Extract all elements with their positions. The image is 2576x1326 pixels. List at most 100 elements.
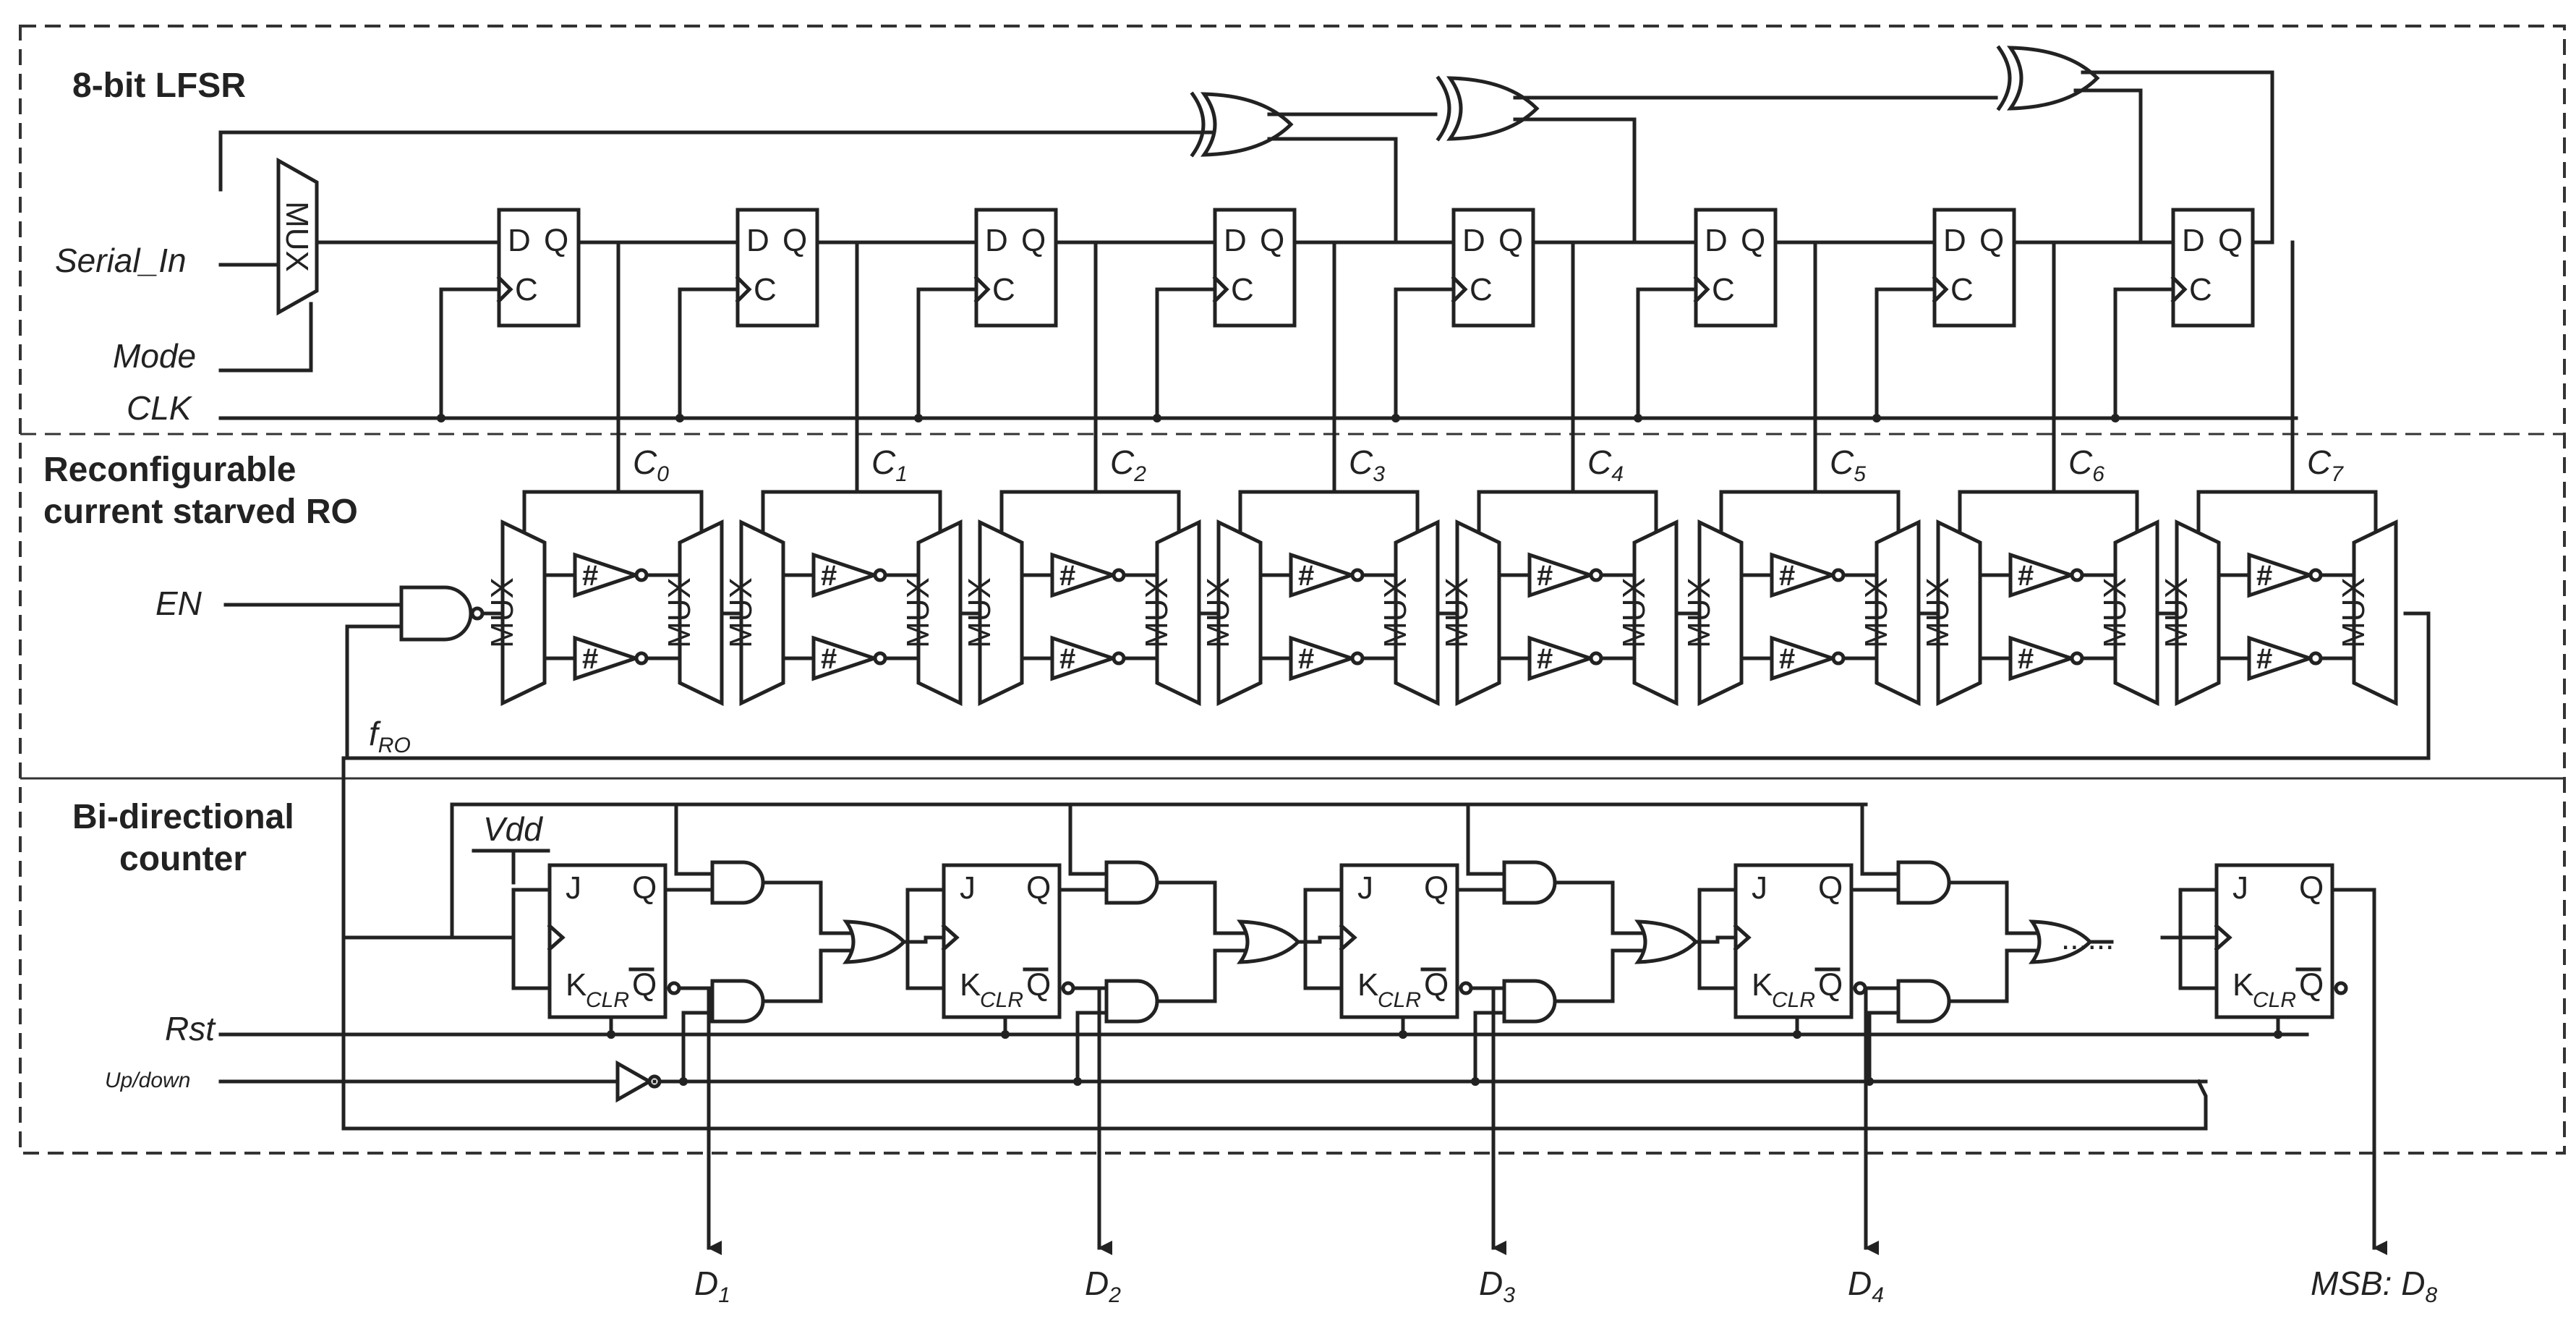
dff-d-pin: D (746, 223, 769, 258)
dff-q-pin: Q (1021, 223, 1046, 258)
dff-2 (974, 208, 1058, 328)
jk-j-pin: J (2232, 870, 2248, 906)
dff-d-pin: D (508, 223, 531, 258)
dff-clock-triangle (496, 275, 513, 304)
jk-flip-flop-body (1339, 863, 1459, 1019)
mux-label: MUX (962, 577, 997, 648)
junction-dot (1793, 1030, 1801, 1039)
inverter-mark: # (1059, 560, 1075, 592)
dff-c-pin: C (1712, 272, 1735, 307)
counter-and-bottom-2 (1502, 979, 1557, 1024)
counter-and-top-3 (1896, 860, 1951, 905)
ro-inverter-bottom-2: # (1050, 635, 1126, 681)
mux-label: MUX (1681, 577, 1717, 648)
counter-wire (1867, 1011, 1901, 1084)
counter-wire (1553, 880, 1644, 935)
ro-output-mux-2: MUX (1139, 519, 1201, 706)
counter-or-2 (1634, 919, 1699, 964)
inverter-mark: # (582, 560, 598, 592)
jk-input-tie (511, 888, 552, 990)
ro-inverter-top-6: # (2008, 552, 2084, 598)
jk-q-pin: Q (632, 870, 657, 906)
junction-dot (1634, 414, 1642, 422)
counter-and-bottom-1 (1104, 979, 1159, 1024)
mux-body (2352, 519, 2398, 706)
lfsr-xor-taps (1190, 45, 2143, 245)
dff-clock-triangle (2170, 275, 2188, 304)
jk-clr-pin: CLR (980, 988, 1023, 1012)
counter-wire (902, 935, 946, 944)
ro-select-bracket (1958, 490, 2139, 532)
dff-clock-triangle (1451, 275, 1468, 304)
section-label-ro-1: Reconfigurable (43, 451, 296, 489)
counter-wire (1296, 935, 1344, 944)
dff-0 (497, 208, 581, 328)
output-label-1: D2 (1085, 1265, 1121, 1307)
junction-dot (2111, 414, 2120, 422)
counter-wire (1473, 1011, 1506, 1084)
control-bit-label-3: C3 (1349, 443, 1385, 486)
jk-clr-pin: CLR (2253, 988, 2296, 1012)
jk-qbar-pin: Q (1424, 967, 1449, 1003)
counter-or-0 (843, 919, 907, 964)
ro-inverter-bottom-4: # (1527, 635, 1603, 681)
jk-j-pin: J (1357, 870, 1373, 906)
ro-output-mux-4: MUX (1616, 519, 1679, 706)
mux-body (916, 519, 963, 706)
ro-select-bracket (2196, 490, 2378, 532)
ro-output-mux-3: MUX (1378, 519, 1440, 706)
updown-label: Up/down (105, 1068, 190, 1092)
counter-wire (681, 1011, 715, 1084)
counter-or-1 (1237, 919, 1301, 964)
ro-inverter-bottom-5: # (1770, 635, 1846, 681)
control-bit-label-6: C6 (2068, 443, 2104, 486)
dff-d-pin: D (985, 223, 1008, 258)
counter-and-top-0 (710, 860, 765, 905)
en-label: EN (155, 585, 202, 622)
mux-label: MUX (1139, 577, 1174, 648)
dff-d-pin: D (1943, 223, 1966, 258)
mux-body (1216, 519, 1263, 706)
xor-wire (1267, 137, 1398, 245)
mux-body (1455, 519, 1501, 706)
ro-inverter-top-2: # (1050, 552, 1126, 598)
lfsr-input-mux: MUX (276, 157, 319, 316)
dff-clock-wire (1636, 287, 1698, 420)
mux-body (978, 519, 1024, 706)
xor-wire (2073, 88, 2143, 245)
junction-dot (914, 414, 923, 422)
mux-label: MUX (1378, 577, 1413, 648)
serial-in-label: Serial_In (55, 242, 187, 279)
mode-label: Mode (113, 337, 196, 375)
dff-q-pin: Q (1741, 223, 1765, 258)
counter-wire (1155, 948, 1246, 1003)
inverter-mark: # (1298, 643, 1314, 675)
jk-k-pin: K (960, 967, 981, 1003)
jk-j-pin: J (566, 870, 581, 906)
dff-d-pin: D (1224, 223, 1247, 258)
ellipsis-label: ...... (2061, 921, 2114, 956)
ro-input-mux-2: MUX (962, 519, 1024, 706)
dff-c-pin: C (1231, 272, 1254, 307)
jk-clr-pin: CLR (586, 988, 629, 1012)
counter-or-3 (2029, 919, 2093, 964)
dff-clock-wire (916, 287, 978, 420)
counter-wire (1860, 802, 1901, 876)
output-label-0: D1 (694, 1265, 730, 1307)
control-bit-label-1: C1 (871, 443, 908, 486)
jk-k-pin: K (1752, 967, 1773, 1003)
ro-output-mux-5: MUX (1859, 519, 1921, 706)
counter-wire (1947, 948, 2038, 1003)
en-and-gate (223, 585, 2431, 760)
mux-body (500, 519, 547, 706)
dff-q-pin: Q (2218, 223, 2243, 258)
mux-body (1394, 519, 1440, 706)
jk-k-pin: K (2232, 967, 2253, 1003)
xor-input-arc (1436, 75, 1451, 142)
